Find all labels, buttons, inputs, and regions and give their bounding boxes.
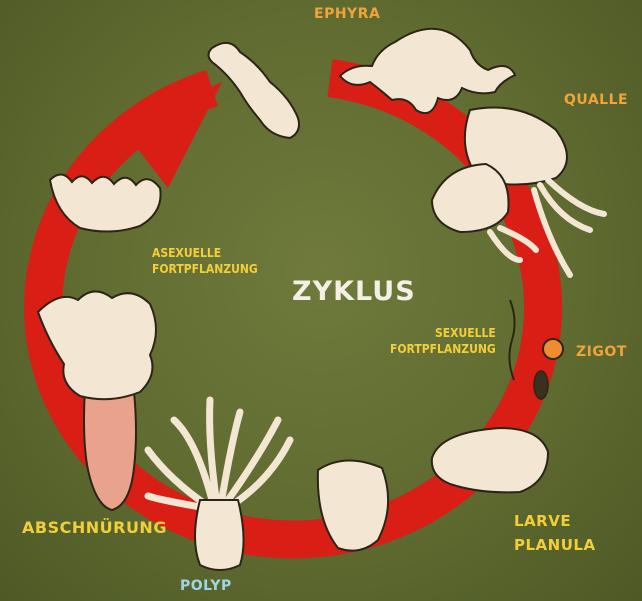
sexual-line-2: FORTPFLANZUNG bbox=[390, 341, 496, 357]
label-larve: LARVE bbox=[514, 512, 571, 530]
planula-larva-illustration bbox=[432, 428, 548, 492]
diagram-title: ZYKLUS bbox=[292, 276, 416, 307]
label-ephyra: EPHYRA bbox=[314, 6, 380, 22]
young-ephyra-illustration bbox=[209, 43, 300, 138]
asexual-line-2: FORTPFLANZUNG bbox=[152, 261, 258, 277]
label-zigot: ZIGOT bbox=[576, 344, 627, 360]
asexual-line-1: ASEXUELLE bbox=[152, 245, 258, 261]
sexual-line-1: SEXUELLE bbox=[390, 325, 496, 341]
label-planula: PLANULA bbox=[514, 536, 596, 554]
egg-illustration bbox=[534, 371, 548, 399]
zygote-illustration bbox=[543, 339, 563, 359]
sexual-reproduction-note: SEXUELLE FORTPFLANZUNG bbox=[390, 325, 496, 357]
asexual-reproduction-note: ASEXUELLE FORTPFLANZUNG bbox=[152, 245, 258, 277]
label-abschnuerung: ABSCHNÜRUNG bbox=[22, 518, 167, 537]
sperm-illustration bbox=[509, 300, 514, 380]
polyp-stalk bbox=[195, 500, 244, 570]
label-polyp: POLYP bbox=[180, 578, 232, 594]
label-qualle: QUALLE bbox=[564, 92, 628, 108]
